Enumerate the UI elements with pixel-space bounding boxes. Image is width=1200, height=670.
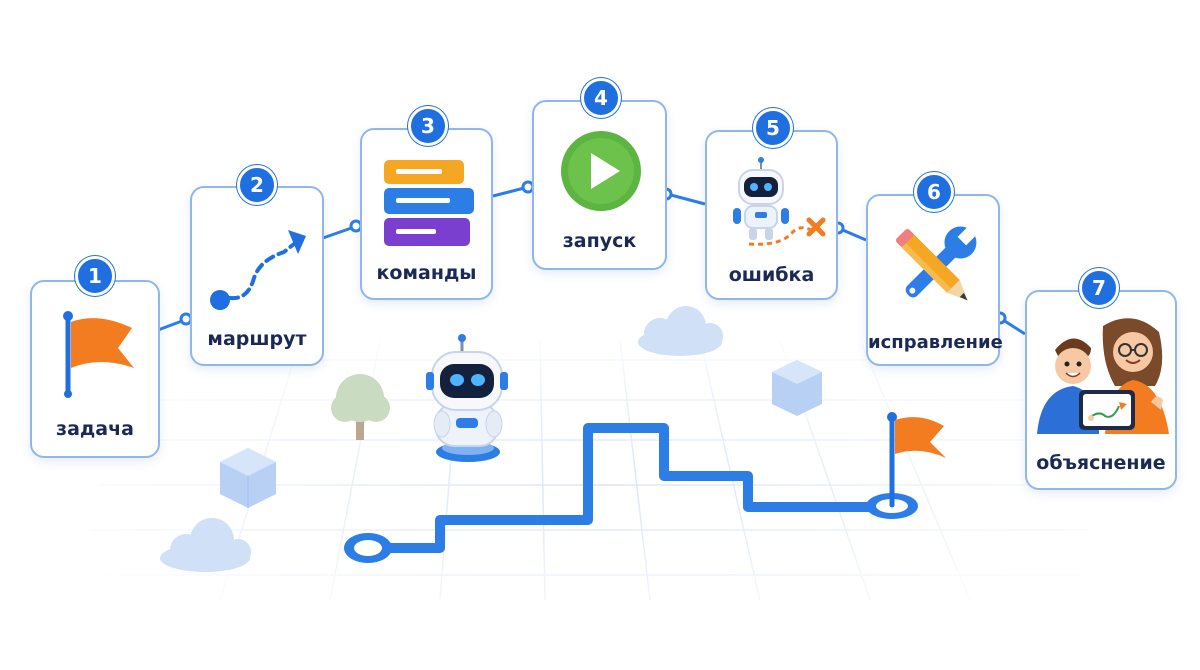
step-label: команды (376, 262, 477, 284)
step-card-2[interactable]: маршрут (190, 186, 324, 366)
wrench-pencil-icon (895, 225, 978, 301)
step-label: маршрут (207, 328, 307, 350)
flag-icon (63, 311, 134, 398)
robot-icon (426, 334, 508, 462)
step-label: объяснение (1036, 452, 1166, 474)
step-number-badge: 2 (237, 165, 277, 205)
goal-flag-icon (887, 412, 946, 508)
step-card-5[interactable]: ошибка (705, 130, 838, 300)
step-number-badge: 4 (581, 78, 621, 118)
step-number-badge: 5 (753, 108, 793, 148)
step-label: ошибка (728, 264, 815, 286)
robot-path (344, 423, 918, 563)
step-label: задача (56, 418, 134, 440)
step-card-3[interactable]: команды (360, 128, 493, 300)
tree-icon (331, 374, 390, 440)
cloud-icon (160, 518, 251, 572)
step-card-7[interactable]: объяснение (1025, 290, 1177, 490)
step-number-badge: 6 (914, 172, 954, 212)
code-blocks-icon (384, 160, 474, 246)
cube-icon (220, 448, 276, 508)
step-label: запуск (562, 230, 637, 252)
step-label: исправление (868, 332, 1003, 353)
step-number-badge: 1 (75, 256, 115, 296)
step-card-6[interactable]: исправление (866, 194, 1003, 366)
step-card-4[interactable]: запуск (532, 100, 667, 270)
play-icon (561, 131, 641, 211)
step-number-badge: 3 (408, 106, 448, 146)
teacher-student-icon (1037, 318, 1169, 434)
route-arrow-icon (210, 230, 306, 310)
cloud-icon (638, 306, 723, 356)
step-card-1[interactable]: задача (30, 280, 160, 458)
step-number-badge: 7 (1079, 268, 1119, 308)
robot-error-icon (733, 157, 826, 246)
cube-icon (772, 360, 822, 416)
